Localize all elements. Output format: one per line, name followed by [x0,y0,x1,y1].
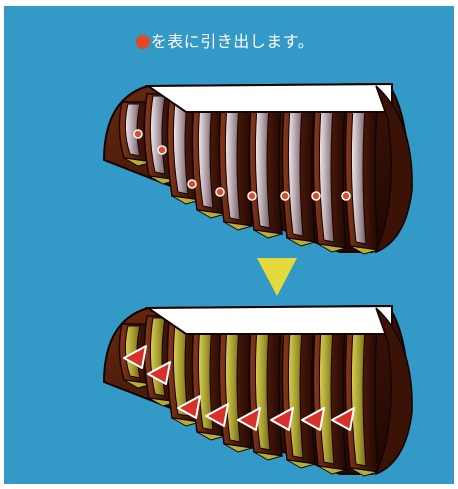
lid-band [148,306,392,334]
dot-icon [248,192,256,200]
dot-icon [188,180,196,188]
dot-icon [216,188,224,196]
triangle-down-icon [257,258,297,296]
basket-before-diagram [104,84,412,254]
basket-after-diagram [104,306,412,476]
dot-icon [134,130,142,138]
dot-icon [281,192,289,200]
dot-icon [312,192,320,200]
lid-band [148,84,392,112]
dot-icon [342,192,350,200]
dot-icon [158,146,166,154]
